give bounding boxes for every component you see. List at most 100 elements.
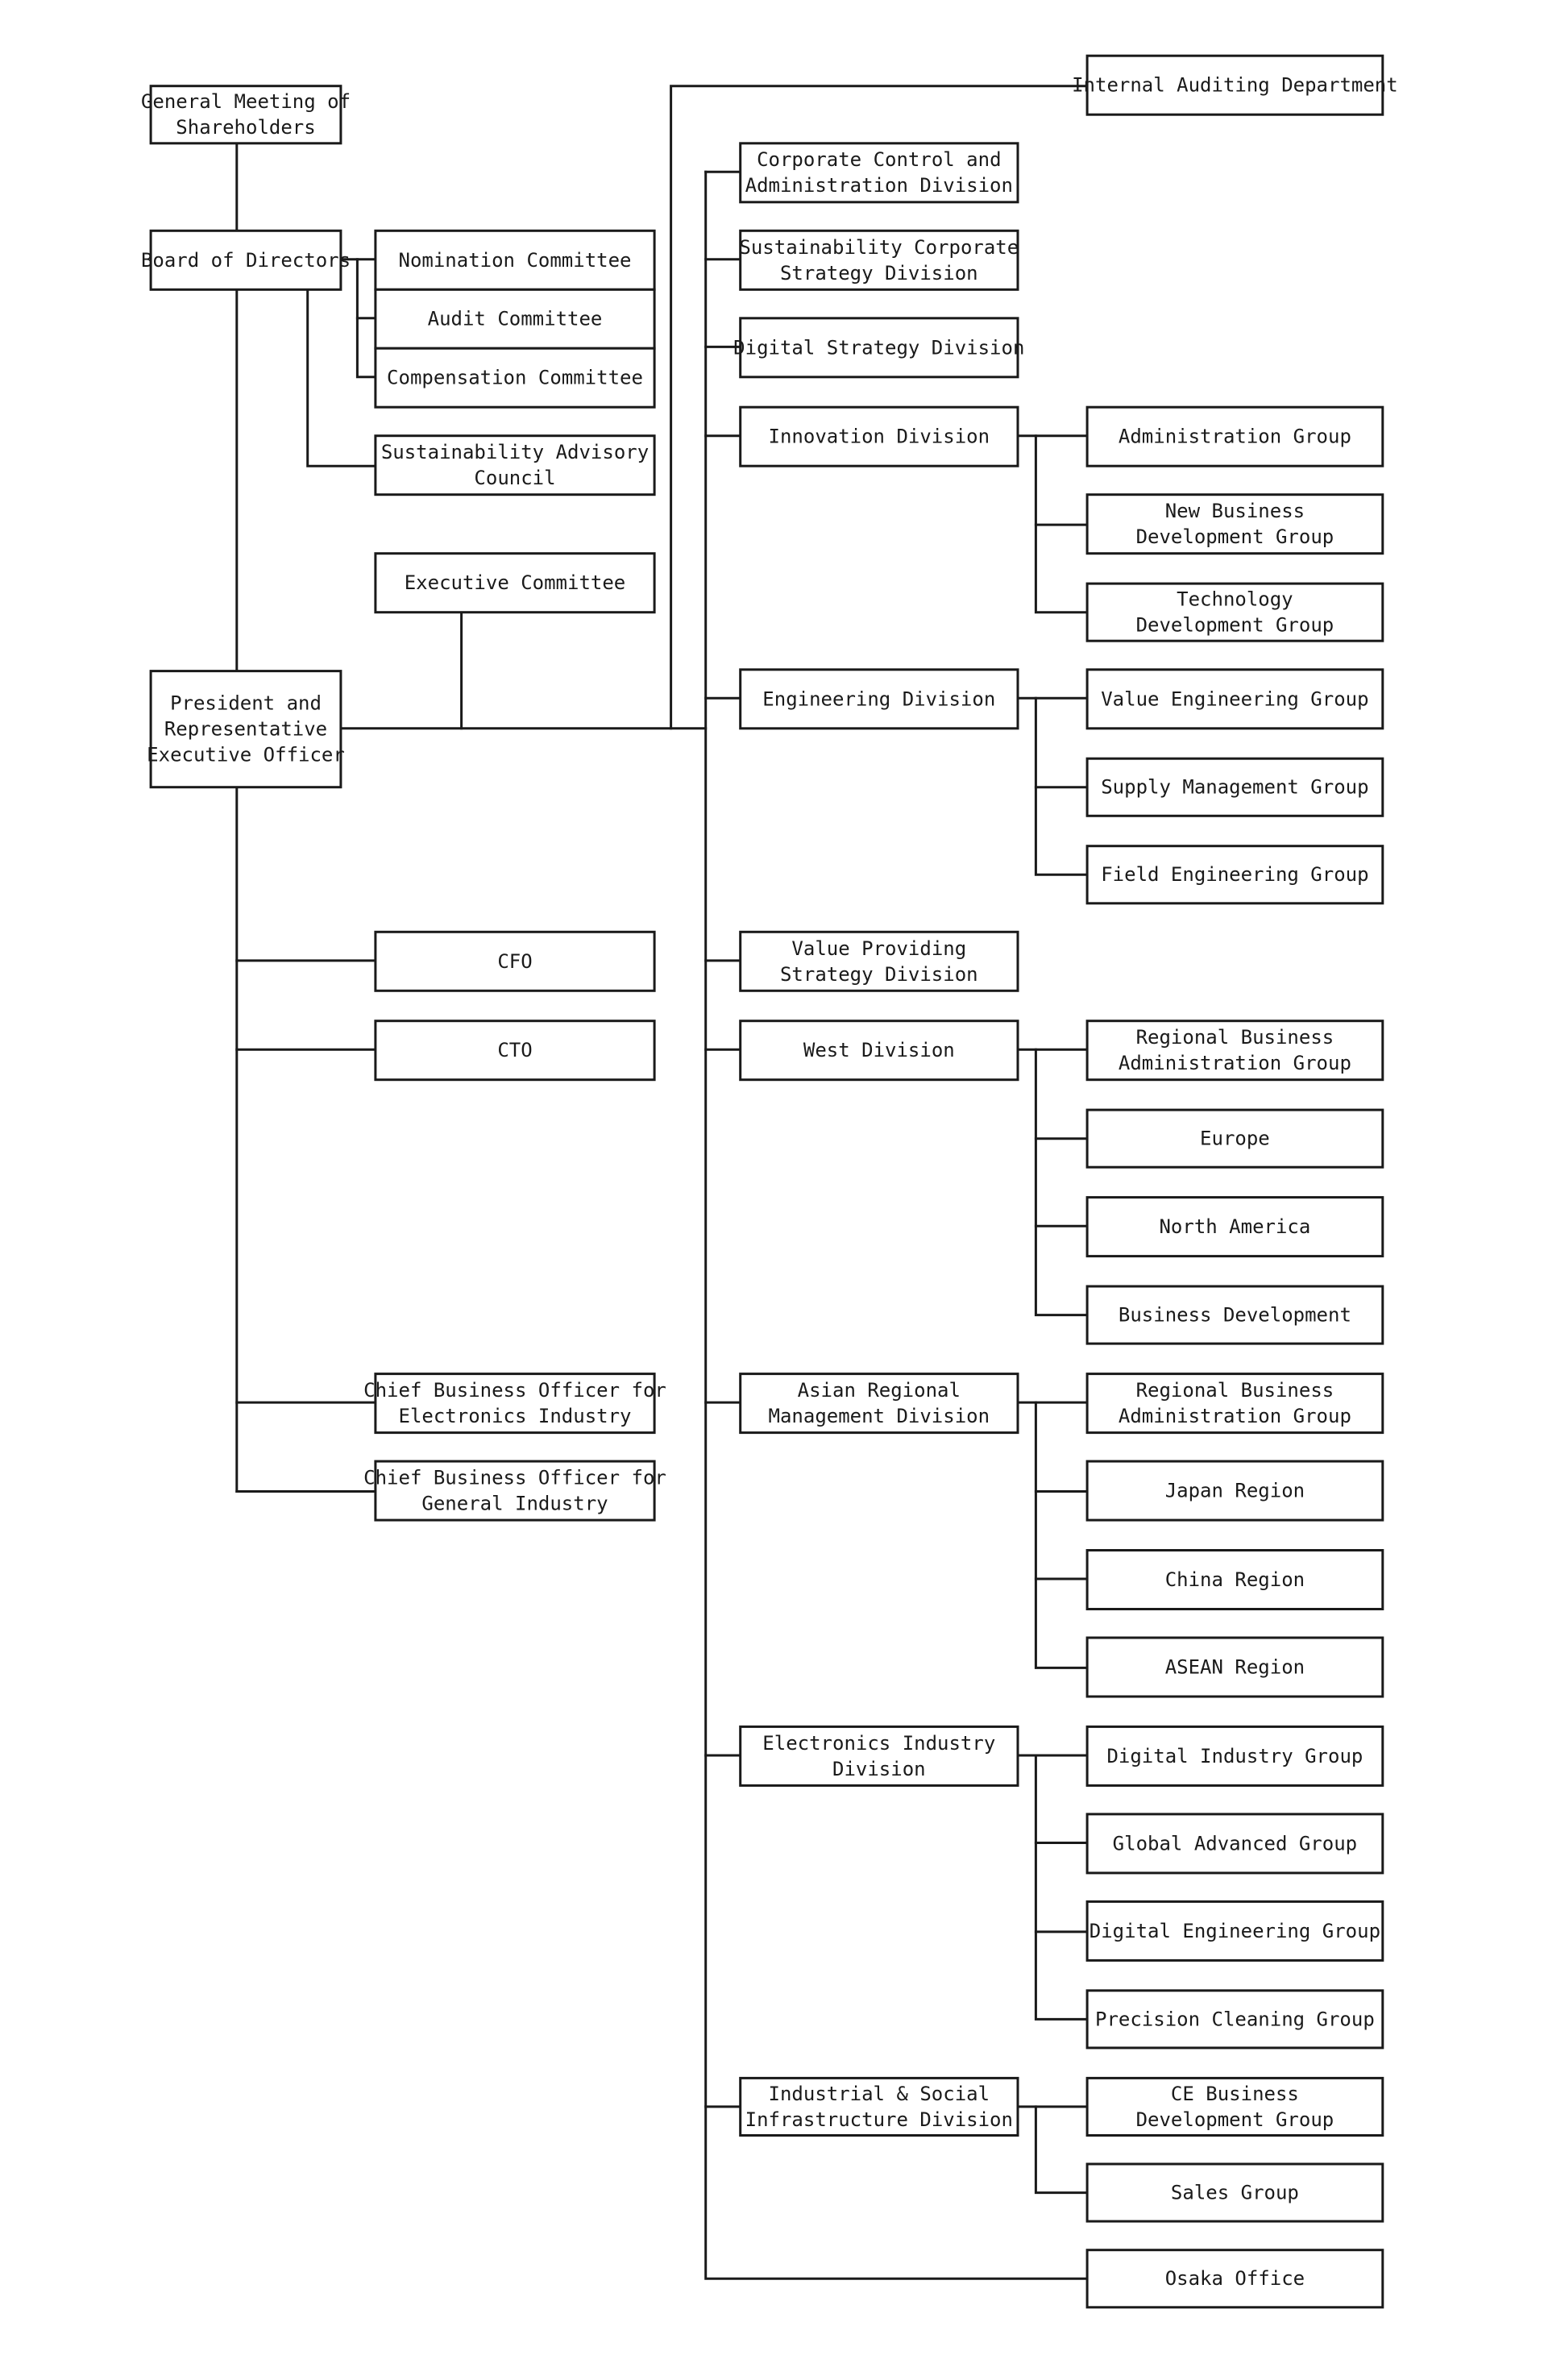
box-nomination-committee: Nomination Committee [374, 229, 656, 291]
box-compensation-committee: Compensation Committee [374, 347, 656, 409]
box-frame [739, 930, 1019, 992]
box-board-of-directors: Board of Directors [141, 229, 351, 291]
box-frame [374, 229, 656, 291]
box-label: Japan Region [1165, 1480, 1305, 1502]
box-frame [1085, 1108, 1384, 1169]
box-frame [1085, 1373, 1384, 1435]
box-frame [1085, 1549, 1384, 1610]
box-cfo: CFO [374, 930, 656, 992]
box-west-division: West Division [739, 1020, 1019, 1082]
connector-line [670, 85, 1089, 730]
box-label: Electronics Industry [399, 1405, 632, 1427]
box-label: President and [170, 692, 322, 715]
box-label: Supply Management Group [1101, 776, 1368, 799]
box-frame [1085, 1636, 1384, 1698]
box-label: Europe [1200, 1128, 1270, 1150]
box-europe: Europe [1085, 1108, 1384, 1169]
box-label: Field Engineering Group [1101, 863, 1368, 886]
box-label: Infrastructure Division [745, 2108, 1013, 2131]
box-frame [1085, 1989, 1384, 2050]
box-frame [739, 668, 1019, 730]
box-label: New Business [1165, 500, 1305, 522]
box-label: Strategy Division [780, 963, 978, 986]
connector-line [355, 258, 377, 379]
box-label: Sustainability Corporate [739, 236, 1019, 259]
box-asean-region: ASEAN Region [1085, 1636, 1384, 1698]
box-label: Development Group [1136, 525, 1334, 548]
box-supply-management-group: Supply Management Group [1085, 757, 1384, 817]
box-label: Sales Group [1171, 2182, 1299, 2204]
box-label: General Meeting of [141, 90, 351, 113]
box-label: Administration Group [1119, 1405, 1351, 1427]
box-label: Chief Business Officer for [363, 1379, 666, 1402]
connector-line [704, 170, 1089, 2280]
box-frame [1085, 1020, 1384, 1082]
box-frame [149, 670, 342, 789]
box-label: Engineering Division [762, 687, 995, 710]
box-frame [374, 1373, 656, 1435]
box-general-meeting-of-shareholders: General Meeting of Shareholders [141, 85, 351, 145]
box-label: Sustainability Advisory [381, 441, 649, 463]
box-field-engineering-group: Field Engineering Group [1085, 845, 1384, 905]
box-frame [1085, 54, 1384, 116]
box-precision-cleaning-group: Precision Cleaning Group [1085, 1989, 1384, 2050]
box-label: Electronics Industry [762, 1732, 995, 1755]
box-label: Shareholders [176, 116, 315, 139]
box-label: Innovation Division [769, 426, 990, 448]
box-frame [739, 1020, 1019, 1082]
box-frame [1085, 845, 1384, 905]
box-label: Council [474, 467, 555, 489]
box-label: Precision Cleaning Group [1095, 2008, 1375, 2030]
box-digital-strategy-division: Digital Strategy Division [733, 317, 1024, 379]
box-frame [1085, 493, 1384, 555]
box-label: Board of Directors [141, 249, 351, 272]
box-label: Administration Division [745, 174, 1013, 197]
box-label: Audit Committee [428, 308, 603, 330]
box-innovation-division: Innovation Division [739, 405, 1019, 467]
box-frame [739, 2076, 1019, 2137]
box-frame [1085, 405, 1384, 467]
box-frame [1085, 2162, 1384, 2223]
box-frame [1085, 2249, 1384, 2309]
box-label: Development Group [1136, 614, 1334, 637]
connector-line [1034, 1401, 1089, 1669]
box-label: Chief Business Officer for [363, 1467, 666, 1489]
box-frame [1085, 582, 1384, 642]
box-frame [1085, 1813, 1384, 1875]
box-frame [1085, 668, 1384, 730]
box-label: Business Development [1119, 1304, 1351, 1327]
box-osaka-office: Osaka Office [1085, 2249, 1384, 2309]
box-executive-committee: Executive Committee [374, 552, 656, 614]
box-frame [374, 434, 656, 496]
box-frame [149, 229, 342, 291]
box-label: Administration Group [1119, 426, 1351, 448]
box-digital-engineering-group: Digital Engineering Group [1085, 1900, 1384, 1962]
box-frame [739, 142, 1019, 204]
box-label: CTO [497, 1039, 532, 1061]
box-digital-industry-group: Digital Industry Group [1085, 1725, 1384, 1787]
box-sales-group: Sales Group [1085, 2162, 1384, 2223]
box-frame [1085, 2076, 1384, 2137]
box-frame [1085, 1285, 1384, 1345]
box-label: ASEAN Region [1165, 1656, 1305, 1679]
box-label: Value Engineering Group [1101, 687, 1368, 710]
box-label: Value Providing [791, 937, 966, 960]
box-label: Technology [1177, 588, 1293, 611]
box-label: China Region [1165, 1568, 1305, 1591]
box-frame [739, 317, 1019, 379]
box-label: Representative [164, 718, 327, 741]
box-label: Development Group [1136, 2108, 1334, 2131]
box-frame [374, 1020, 656, 1082]
box-label: Industrial & Social [769, 2083, 990, 2105]
